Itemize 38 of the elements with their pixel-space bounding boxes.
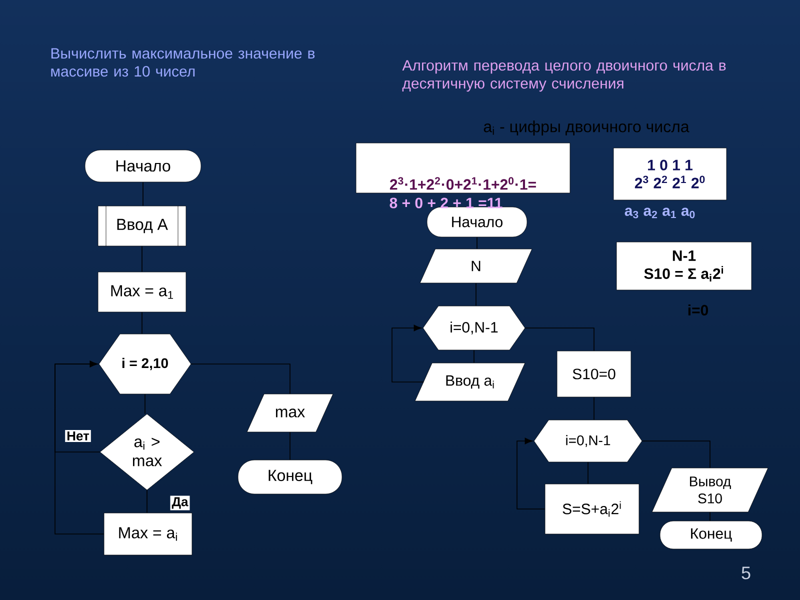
connector [516,438,546,510]
io-parallelogram: Ввод a$_{i}$ [414,362,526,402]
note-text: a$_{i}$ - цифры двоичного числа [484,120,690,136]
connector [54,360,104,534]
branch-label: Нет [67,431,90,441]
connector [190,364,290,394]
digit-labels: a$_{3}$ a$_{2}$ a$_{1}$ a$_{0}$ [624,208,695,218]
connector [146,490,148,514]
terminal-box: Конец [238,460,342,494]
loop-hexagon: i=0,N-1 [534,420,642,462]
input-box: Ввод A [98,206,186,246]
formula-box: 2$^{3}$·1+2$^{2}$·0+2$^{1}$·1+2$^{0}$·1= [356,142,570,194]
terminal-box: Начало [426,206,528,238]
connector [642,440,710,468]
slide-title: Вычислить максимальное значение в массиве из 10 чисел [51,48,315,77]
binary-table-box: 1 0 1 1 2$^{3}$ 2$^{2}$ 2$^{1}$ 2$^{0}$ [613,148,727,200]
process-box: S10=0 [556,350,632,398]
io-parallelogram: Вывод S10 [652,468,768,512]
terminal-box: Конец [660,520,762,550]
branch-label: Да [172,497,188,509]
connector [524,328,594,352]
connector [476,236,478,250]
io-parallelogram: max [246,394,334,432]
connector [144,394,146,414]
process-box: Max = a$_{1}$ [98,272,186,312]
formula-result: 8 + 0 + 2 + 1 =11 [390,198,502,208]
loop-hexagon: i=0,N-1 [422,306,526,350]
terminal-box: Начало [84,150,202,182]
connector [392,324,424,382]
loop-hexagon: i = 2,10 [98,334,192,394]
process-box: S=S+a$_{i}$2$^{i}$ [544,484,640,534]
slide-title: Алгоритм перевода целого двоичного числа в десятичную систему счисления [402,60,726,92]
process-box: Max = a$_{i}$ [104,512,192,556]
sum-formula-box: N-1 S10 = Σ a$_{i}$2$^{i}$ [616,242,752,290]
io-parallelogram: N [420,248,532,284]
connector [142,182,144,206]
sum-lower-limit: i=0 [688,304,708,316]
page-number: 5 [742,566,750,580]
